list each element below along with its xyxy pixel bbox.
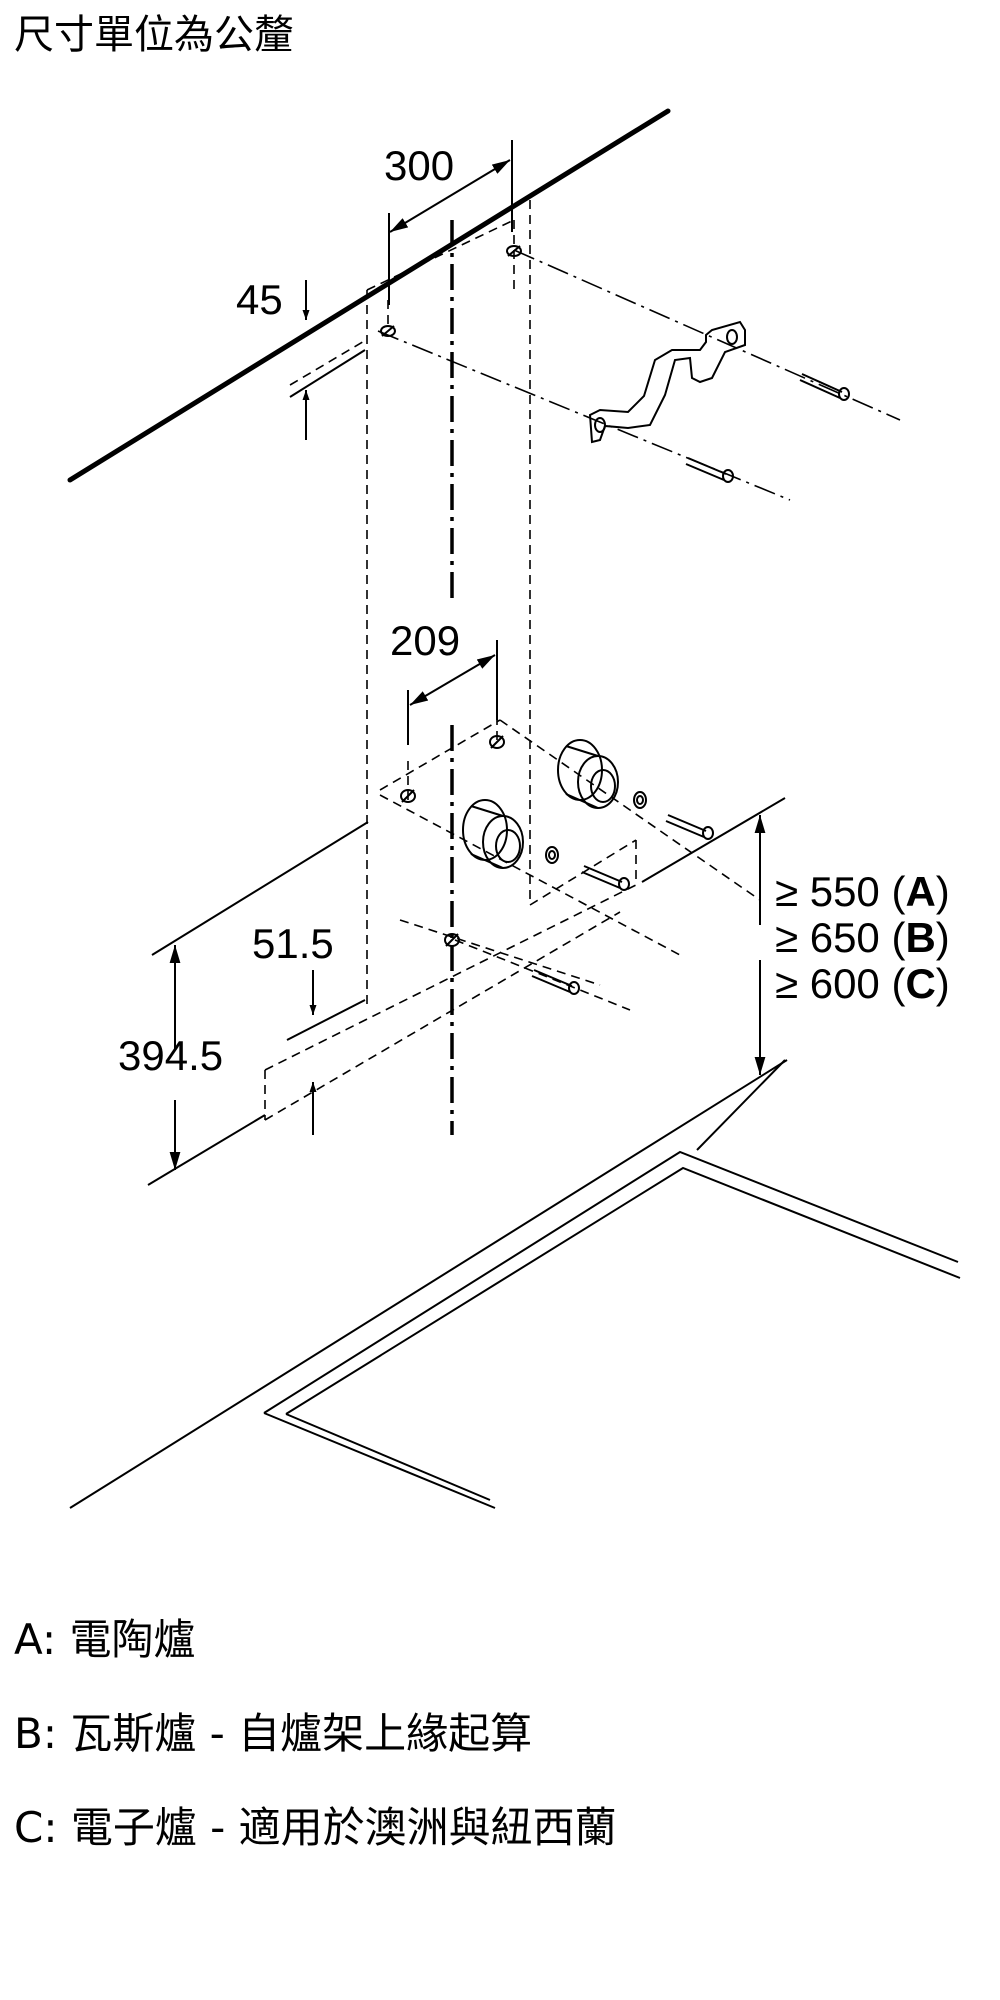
mounting-bracket — [588, 320, 746, 444]
dimension-300-label: 300 — [384, 142, 454, 189]
dimension-45: 45 — [236, 276, 366, 440]
lower-screw-hole-left — [400, 789, 416, 803]
dimension-300: 300 — [384, 140, 513, 305]
clearance-a: ≥ 550 (A) — [775, 868, 950, 915]
wall-plug-left — [462, 799, 559, 869]
ceiling-edge-line — [67, 108, 671, 483]
legend-item-c: C: 電子爐 - 適用於澳洲與紐西蘭 — [14, 1803, 617, 1852]
upper-screw-right — [799, 373, 850, 401]
legend-item-a: A: 電陶爐 — [14, 1615, 196, 1664]
dimension-51-5: 51.5 — [252, 920, 366, 1135]
dimension-45-label: 45 — [236, 276, 283, 323]
upper-screw-hole-right — [506, 245, 522, 257]
lower-screw-right — [665, 814, 714, 840]
lower-screw-left — [531, 969, 580, 995]
dimension-394-5: 394.5 — [118, 821, 369, 1186]
lower-screw-hole-right — [489, 735, 505, 749]
page-title: 尺寸單位為公釐 — [14, 12, 294, 58]
upper-screw-left — [685, 457, 734, 483]
dimension-209: 209 — [390, 617, 498, 745]
cooktop — [69, 1059, 961, 1509]
legend-item-b: B: 瓦斯爐 - 自爐架上緣起算 — [14, 1709, 532, 1758]
clearance-b: ≥ 650 (B) — [775, 914, 950, 961]
dimension-51-5-label: 51.5 — [252, 920, 334, 967]
legend: A: 電陶爐 B: 瓦斯爐 - 自爐架上緣起算 C: 電子爐 - 適用於澳洲與紐… — [14, 1615, 617, 1852]
wall-plug-right — [557, 739, 647, 809]
dimension-394-5-label: 394.5 — [118, 1032, 223, 1079]
dimension-209-label: 209 — [390, 617, 460, 664]
upper-screw-hole-left — [380, 325, 396, 337]
lower-mounting-plane — [264, 695, 761, 1121]
clearance-dimension — [641, 797, 786, 1151]
clearance-c: ≥ 600 (C) — [775, 960, 950, 1007]
lower-screw-middle — [581, 865, 630, 891]
lower-screw-hole-center — [444, 933, 460, 947]
clearance-requirements: ≥ 550 (A) ≥ 650 (B) ≥ 600 (C) — [775, 868, 950, 1007]
